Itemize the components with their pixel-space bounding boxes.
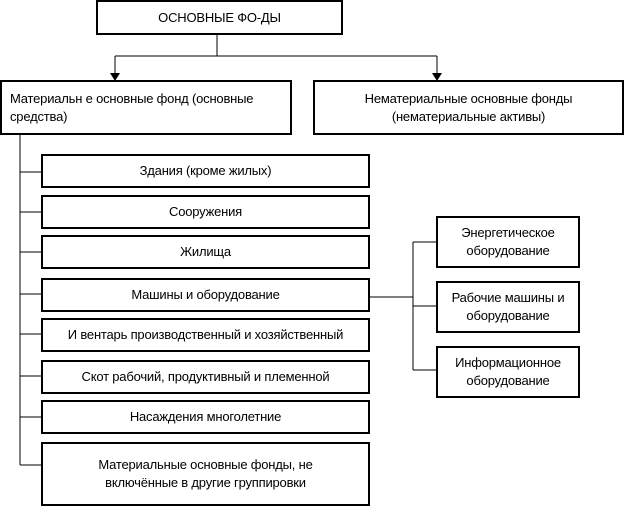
tangible-item-label: Сооружения [169, 204, 242, 220]
tangible-item-inventory: И вентарь производственный и хозяйственн… [41, 318, 370, 352]
tangible-assets-box: Материальн е основные фонд (основные сре… [0, 80, 292, 135]
tangible-item-label: Насаждения многолетние [129, 409, 282, 425]
arrow-left-head [110, 73, 120, 81]
tangible-item-label: Машины и оборудование [131, 287, 280, 303]
machine-type-label: Информационное оборудование [455, 355, 561, 388]
tangible-item-livestock: Скот рабочий, продуктивный и племенной [41, 360, 370, 394]
main-title: ОСНОВНЫЕ ФО-ДЫ [158, 9, 281, 25]
main-title-box: ОСНОВНЫЕ ФО-ДЫ [96, 0, 343, 35]
tangible-item-label: Здания (кроме жилых) [139, 163, 272, 179]
tangible-item-label: Материальные основные фонды, не включённ… [98, 457, 313, 490]
machine-type-energy: Энергетическое оборудование [436, 216, 580, 268]
machine-type-working: Рабочие машины и оборудование [436, 281, 580, 333]
tangible-item-other: Материальные основные фонды, не включённ… [41, 442, 370, 506]
tangible-item-dwellings: Жилища [41, 235, 370, 269]
tangible-item-machines: Машины и оборудование [41, 278, 370, 312]
tangible-item-label: Скот рабочий, продуктивный и племенной [81, 369, 330, 385]
machine-type-information: Информационное оборудование [436, 346, 580, 398]
intangible-assets-box: Нематериальные основные фонды (нематериа… [313, 80, 624, 135]
tangible-item-label: И вентарь производственный и хозяйственн… [67, 327, 344, 343]
arrowheads [110, 73, 442, 81]
tangible-assets-label: Материальн е основные фонд (основные сре… [10, 90, 254, 124]
machine-type-label: Рабочие машины и оборудование [451, 290, 565, 323]
tangible-item-structures: Сооружения [41, 195, 370, 229]
tangible-item-label: Жилища [180, 244, 231, 260]
tangible-item-plantings: Насаждения многолетние [41, 400, 370, 434]
machine-type-label: Энергетическое оборудование [461, 225, 555, 258]
arrow-right-head [432, 73, 442, 81]
tangible-item-buildings: Здания (кроме жилых) [41, 154, 370, 188]
intangible-assets-label: Нематериальные основные фонды (нематериа… [364, 90, 573, 124]
